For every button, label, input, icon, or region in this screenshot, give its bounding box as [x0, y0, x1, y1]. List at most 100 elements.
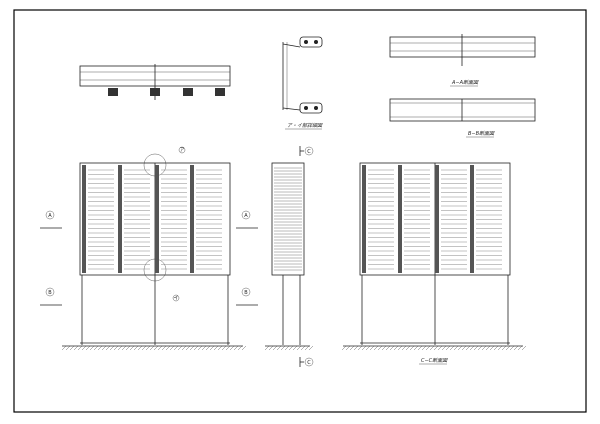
ground-hatch: [409, 345, 415, 351]
ground-hatch: [477, 345, 483, 351]
ground-hatch: [73, 345, 79, 351]
ground-hatch: [369, 345, 375, 351]
ground-hatch: [77, 345, 83, 351]
ground-hatch: [153, 345, 159, 351]
ground-hatch: [421, 345, 427, 351]
ground-hatch: [109, 345, 115, 351]
ground-hatch: [469, 345, 475, 351]
ground-hatch: [304, 345, 310, 351]
ground-hatch: [509, 345, 515, 351]
ground-hatch: [61, 345, 67, 351]
detail-marker-a: ア: [179, 148, 184, 154]
panel-post: [190, 165, 194, 273]
marker-b-left: B: [48, 290, 52, 296]
section-aa-label: A−A断面図: [451, 79, 479, 86]
ground-hatch: [129, 345, 135, 351]
panel-post: [470, 165, 474, 273]
detail-view: ア・イ部詳細図: [282, 36, 323, 130]
ground-hatch: [89, 345, 95, 351]
ground-hatch: [149, 345, 155, 351]
ground-hatch: [137, 345, 143, 351]
ground-hatch: [189, 345, 195, 351]
ground-hatch: [213, 345, 219, 351]
ground-hatch: [121, 345, 127, 351]
ground-hatch: [209, 345, 215, 351]
ground-hatch: [101, 345, 107, 351]
ground-hatch: [445, 345, 451, 351]
ground-hatch: [413, 345, 419, 351]
ground-hatch: [361, 345, 367, 351]
panel-post: [82, 165, 86, 273]
ground-hatch: [425, 345, 431, 351]
ground-hatch: [429, 345, 435, 351]
marker-c-top: C: [307, 149, 311, 155]
ground-hatch: [113, 345, 119, 351]
ground-hatch: [497, 345, 503, 351]
ground-hatch: [284, 345, 290, 351]
post-footing: [183, 88, 193, 96]
post-footing: [108, 88, 118, 96]
ground-hatch: [97, 345, 103, 351]
ground-hatch: [373, 345, 379, 351]
ground-hatch: [300, 345, 306, 351]
ground-hatch: [493, 345, 499, 351]
ground-hatch: [276, 345, 282, 351]
ground-hatch: [349, 345, 355, 351]
ground-hatch: [481, 345, 487, 351]
post-footing: [215, 88, 225, 96]
ground-hatch: [233, 345, 239, 351]
ground-hatch: [85, 345, 91, 351]
ground-hatch: [505, 345, 511, 351]
panel-post: [155, 165, 159, 273]
ground-hatch: [393, 345, 399, 351]
ground-hatch: [465, 345, 471, 351]
ground-hatch: [105, 345, 111, 351]
ground-hatch: [417, 345, 423, 351]
ground-hatch: [229, 345, 235, 351]
section-bb-view: B−B断面図: [389, 98, 536, 138]
ground-hatch: [401, 345, 407, 351]
ground-hatch: [193, 345, 199, 351]
ground-hatch: [201, 345, 207, 351]
ground-hatch: [173, 345, 179, 351]
ground-hatch: [501, 345, 507, 351]
marker-a-left: A: [48, 213, 52, 219]
section-cc-label: C−C断面図: [421, 357, 448, 364]
ground-hatch: [381, 345, 387, 351]
ground-hatch: [141, 345, 147, 351]
ground-hatch: [377, 345, 383, 351]
panel-post: [435, 165, 439, 273]
ground-hatch: [389, 345, 395, 351]
ground-hatch: [181, 345, 187, 351]
section-aa-view: A−A断面図: [389, 34, 536, 87]
ground-hatch: [69, 345, 75, 351]
ground-hatch: [473, 345, 479, 351]
ground-hatch: [489, 345, 495, 351]
ground-hatch: [357, 345, 363, 351]
detail-marker-i: イ: [173, 296, 178, 302]
ground-hatch: [272, 345, 278, 351]
ground-hatch: [280, 345, 286, 351]
ground-hatch: [385, 345, 391, 351]
detail-label: ア・イ部詳細図: [287, 122, 323, 129]
ground-hatch: [353, 345, 359, 351]
ground-hatch: [133, 345, 139, 351]
ground-hatch: [264, 345, 270, 351]
side-elevation: [264, 162, 314, 351]
ground-hatch: [125, 345, 131, 351]
ground-hatch: [308, 345, 314, 351]
ground-hatch: [292, 345, 298, 351]
ground-hatch: [145, 345, 151, 351]
ground-hatch: [197, 345, 203, 351]
ground-hatch: [365, 345, 371, 351]
ground-hatch: [405, 345, 411, 351]
section-markers: A B A B C C: [40, 146, 314, 367]
ground-hatch: [221, 345, 227, 351]
panel-post: [398, 165, 402, 273]
ground-hatch: [288, 345, 294, 351]
front-elevation: ア イ: [61, 146, 247, 351]
ground-hatch: [517, 345, 523, 351]
top-plan-view: [79, 64, 231, 100]
ground-hatch: [161, 345, 167, 351]
